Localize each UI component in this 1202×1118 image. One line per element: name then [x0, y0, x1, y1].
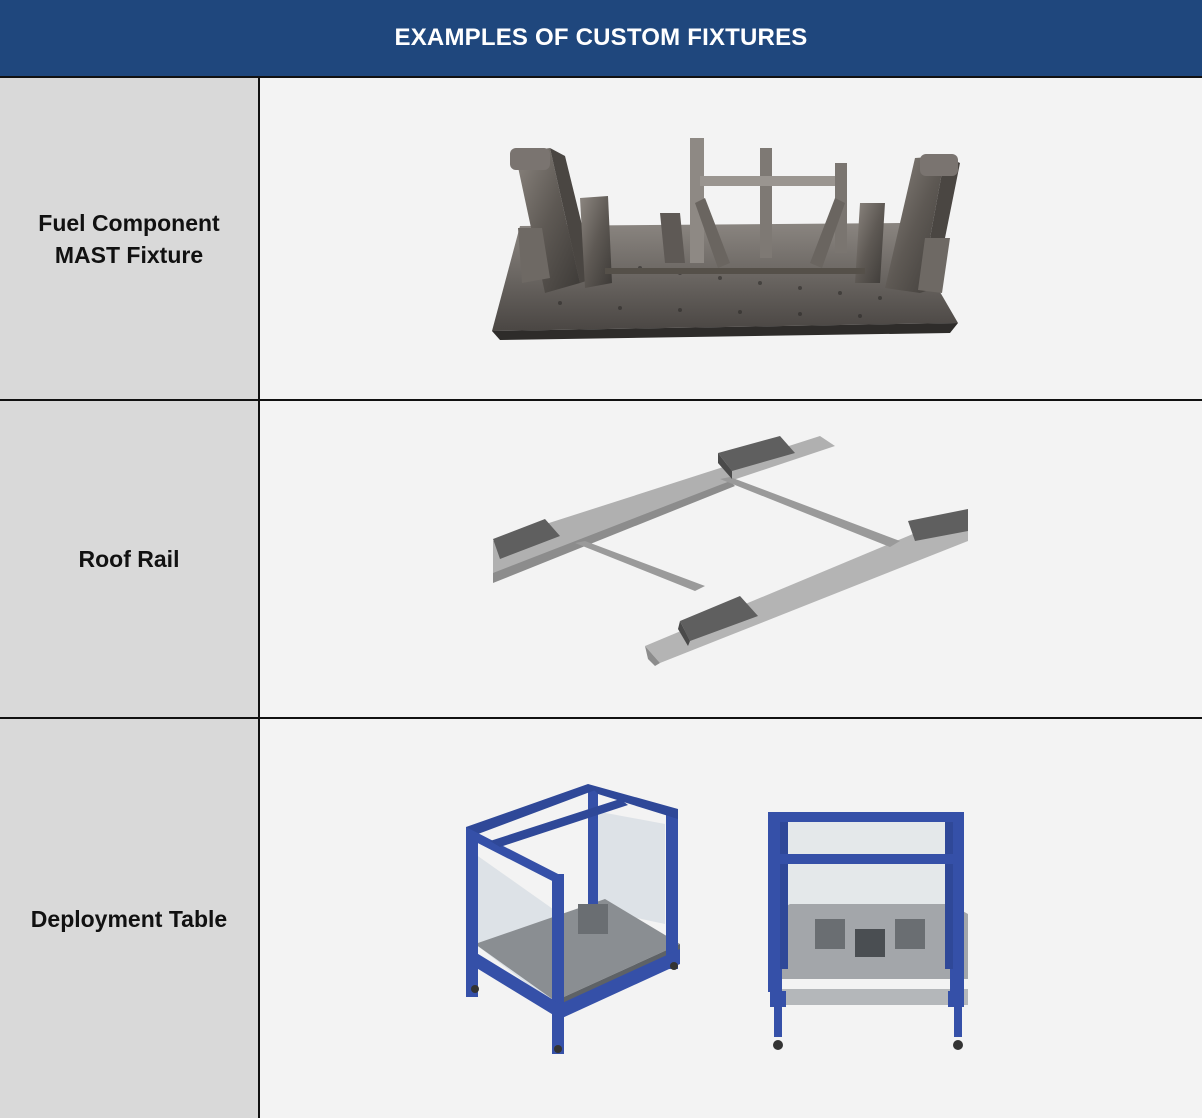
deployment-table-image — [466, 784, 968, 1054]
row-label-deployment-table: Deployment Table — [0, 719, 260, 1118]
row-image-cell — [260, 78, 1202, 399]
table-row: Fuel Component MAST Fixture — [0, 78, 1202, 401]
row-label-line: Fuel Component — [38, 209, 220, 236]
table-row: Deployment Table — [0, 719, 1202, 1118]
row-label-roof-rail: Roof Rail — [0, 401, 260, 717]
roof-rail-fixture-image — [493, 436, 968, 666]
row-label-fuel-component: Fuel Component MAST Fixture — [0, 78, 260, 399]
row-image-cell — [260, 401, 1202, 717]
table-title: EXAMPLES OF CUSTOM FIXTURES — [394, 24, 808, 51]
table-row: Roof Rail — [0, 401, 1202, 719]
deployment-table-right — [768, 812, 968, 1050]
row-label-line: Deployment Table — [30, 905, 228, 932]
row-label-line: MAST Fixture — [54, 241, 204, 268]
deployment-table-left — [466, 784, 680, 1054]
row-label-line: Roof Rail — [78, 546, 180, 572]
fuel-component-fixture-image — [492, 138, 960, 340]
row-image-cell — [260, 719, 1202, 1118]
table-header: EXAMPLES OF CUSTOM FIXTURES — [0, 0, 1202, 78]
